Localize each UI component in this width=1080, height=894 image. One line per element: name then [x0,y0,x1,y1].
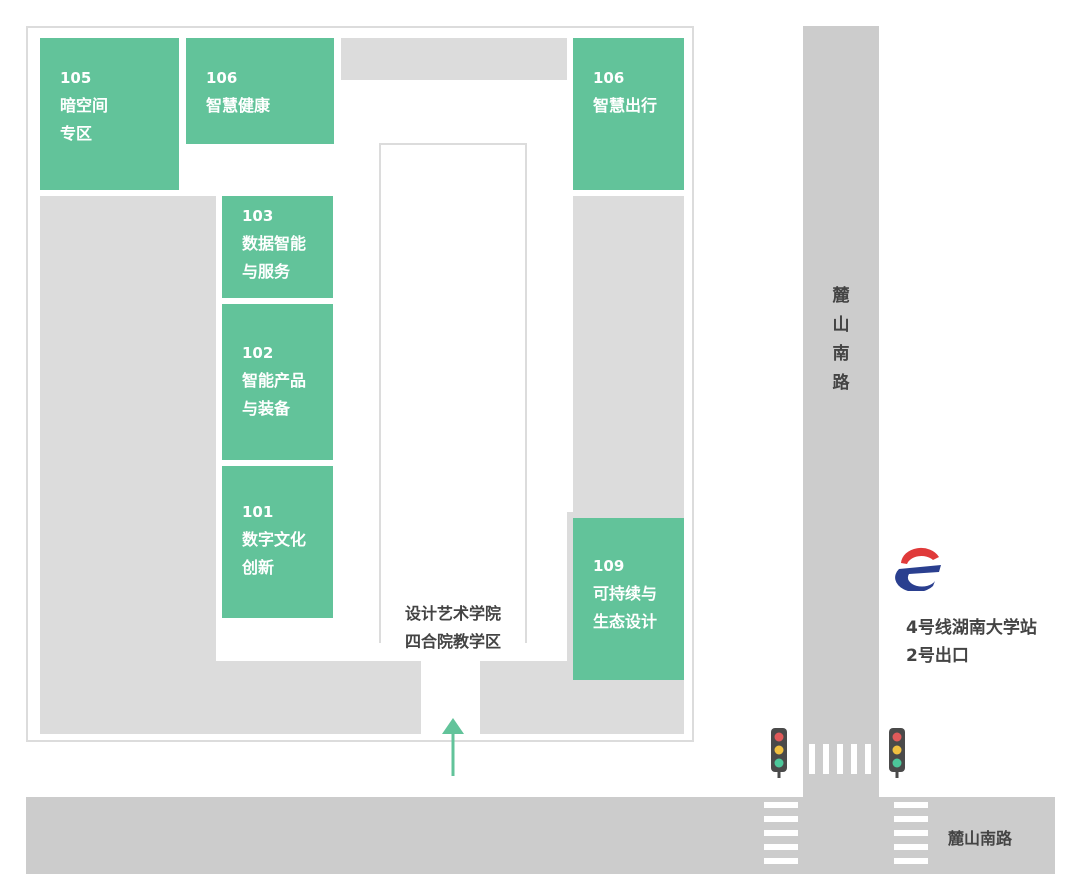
zone-102-name-2: 与装备 [242,399,291,418]
zone-105-number: 105 [60,69,92,87]
building-right-middle [573,196,684,512]
building-top-center [341,38,567,80]
zone-106-mobility[interactable]: 106 智慧出行 [573,38,684,190]
zone-109-name-2: 生态设计 [593,612,658,631]
vertical-road-label: 麓 山 南 路 [803,282,879,398]
zone-105-name: 暗空间 [60,96,109,115]
zone-105-name-2: 专区 [60,124,93,143]
zone-109[interactable]: 109 可持续与 生态设计 [573,518,684,680]
building-left-large [40,196,216,734]
vertical-road-char-2: 山 [832,315,850,335]
zone-101-name: 数字文化 [242,530,307,549]
vertical-road-char-3: 南 [832,344,850,364]
metro-exit-number: 2号出口 [906,646,969,666]
courtyard-frame [379,143,527,643]
zone-106-health-number: 106 [206,69,238,87]
traffic-light-icon [889,728,905,778]
vertical-road-char-4: 路 [832,373,850,393]
zone-103[interactable]: 103 数据智能 与服务 [222,196,333,298]
building-bottom-left [216,661,421,734]
zone-106-health[interactable]: 106 智慧健康 [186,38,334,144]
zone-109-number: 109 [593,557,625,575]
zone-105[interactable]: 105 暗空间 专区 [40,38,179,190]
zone-101-name-2: 创新 [242,558,275,577]
zone-103-name: 数据智能 [242,234,307,253]
campus-boundary [26,26,694,742]
vertical-road [803,26,879,874]
metro-exit-label: 4号线湖南大学站 2号出口 [906,614,1037,670]
horizontal-road-label: 麓山南路 [948,829,1013,848]
crosswalk-right [894,800,928,874]
vertical-road-char-1: 麓 [832,286,850,306]
zone-106-mobility-name: 智慧出行 [593,96,658,115]
courtyard-label-line2: 四合院教学区 [404,632,501,651]
metro-station-name: 4号线湖南大学站 [906,618,1037,638]
zone-109-name: 可持续与 [593,584,658,603]
courtyard-label-line1: 设计艺术学院 [404,604,501,623]
zone-101[interactable]: 101 数字文化 创新 [222,466,333,618]
crosswalk-top [803,744,879,774]
entrance-arrow-icon [442,718,464,776]
zone-106-mobility-number: 106 [593,69,625,87]
zone-102-name: 智能产品 [242,371,307,390]
zone-101-number: 101 [242,503,274,521]
crosswalk-left [764,800,798,874]
courtyard-label: 设计艺术学院 四合院教学区 [380,600,526,656]
horizontal-road [26,797,1055,874]
zone-106-health-name: 智慧健康 [206,96,271,115]
zone-103-name-2: 与服务 [242,262,291,281]
metro-logo-icon [895,547,941,591]
zone-102-number: 102 [242,344,274,362]
zone-103-number: 103 [242,207,274,225]
zone-102[interactable]: 102 智能产品 与装备 [222,304,333,460]
traffic-light-icon [771,728,787,778]
